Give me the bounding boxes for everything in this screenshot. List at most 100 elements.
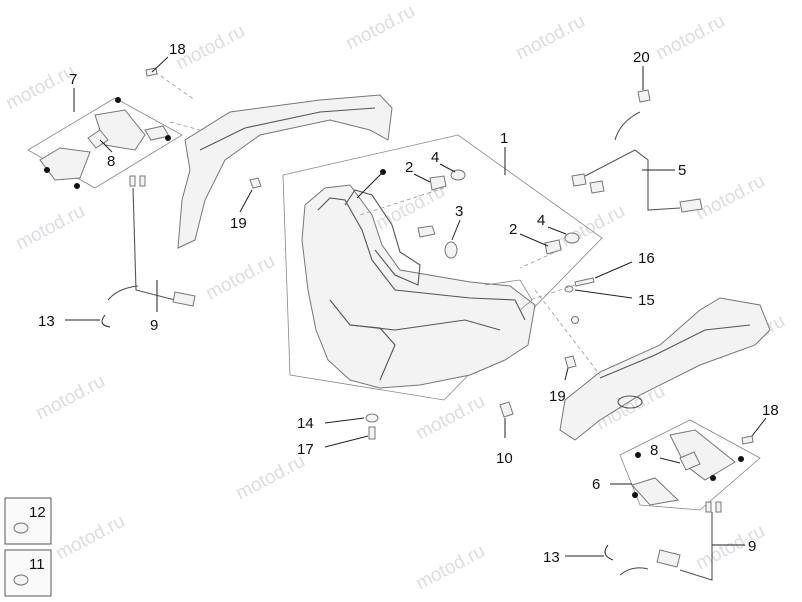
bulb-socket xyxy=(429,175,447,191)
assembly-line xyxy=(534,289,601,376)
callout-14: 14 xyxy=(297,415,314,432)
left-turn-signal xyxy=(27,97,183,189)
watermark-text: motod.ru xyxy=(342,1,418,55)
callout-19: 19 xyxy=(549,388,566,405)
fairing-bracket-inner xyxy=(199,107,376,151)
right-lower-harness xyxy=(604,501,722,581)
screw xyxy=(368,426,376,440)
harness-connector xyxy=(589,180,605,194)
callout-19: 19 xyxy=(230,215,247,232)
leader-2b xyxy=(519,233,549,247)
callout-2: 2 xyxy=(405,159,413,176)
watermark-text: motod.ru xyxy=(692,171,768,225)
cable-tie xyxy=(101,314,111,328)
fastener-box-12 xyxy=(4,497,52,545)
leader-14 xyxy=(324,417,365,424)
clip-nut xyxy=(499,401,514,418)
harness-connector xyxy=(679,198,703,213)
cable-curve xyxy=(107,285,139,301)
right-turn-signal xyxy=(619,419,761,511)
callout-5: 5 xyxy=(678,162,686,179)
fairing-bracket xyxy=(559,297,771,441)
harness-wire xyxy=(132,187,176,301)
watermark-text: motod.ru xyxy=(12,201,88,255)
leader-18a xyxy=(151,56,169,73)
watermark-text: motod.ru xyxy=(652,11,728,65)
callout-18: 18 xyxy=(762,402,779,419)
callout-9: 9 xyxy=(748,538,756,555)
bulb-socket xyxy=(544,239,562,255)
harness-terminal xyxy=(705,501,712,513)
cable-curve xyxy=(619,567,649,576)
locator-dot xyxy=(115,97,121,103)
cable-tie xyxy=(604,544,614,561)
headlight-assembly xyxy=(282,134,603,401)
nut xyxy=(249,177,262,189)
adjust-screw xyxy=(574,277,595,287)
leader-3 xyxy=(451,219,461,241)
locator-dot xyxy=(74,183,80,189)
signal-lens xyxy=(631,477,680,506)
locator-dot xyxy=(165,135,171,141)
seal-ring xyxy=(450,169,466,181)
leader-16 xyxy=(594,261,633,279)
watermark-text: motod.ru xyxy=(2,61,78,115)
callout-13: 13 xyxy=(543,549,560,566)
signal-bulb xyxy=(87,129,109,149)
bulb-socket-parts xyxy=(359,169,595,440)
watermark-text: motod.ru xyxy=(52,511,128,565)
watermark-text: motod.ru xyxy=(412,391,488,445)
screw xyxy=(741,435,754,445)
callout-18: 18 xyxy=(169,41,186,58)
nut xyxy=(571,316,579,324)
washer xyxy=(564,285,574,293)
assembly-line xyxy=(529,284,576,301)
callout-11: 11 xyxy=(29,556,45,573)
fastener-nut xyxy=(13,574,29,586)
signal-lens xyxy=(39,147,91,181)
callout-4: 4 xyxy=(537,212,545,229)
leader-2a xyxy=(413,173,431,183)
locator-dot xyxy=(632,492,638,498)
fairing-bracket xyxy=(177,94,393,249)
callout-20: 20 xyxy=(633,49,650,66)
leader-lines xyxy=(65,56,767,557)
callout-4: 4 xyxy=(431,149,439,166)
locator-dot-leader xyxy=(356,171,384,199)
harness-wire xyxy=(584,149,681,211)
harness-terminal xyxy=(139,175,146,187)
headlight-bracket xyxy=(484,279,533,311)
callout-6: 6 xyxy=(592,476,600,493)
fastener-nut xyxy=(13,522,29,534)
leader-4a xyxy=(439,163,456,173)
leader-19a xyxy=(239,189,253,213)
headlight-inner-rim xyxy=(317,197,526,321)
callout-7: 7 xyxy=(69,71,77,88)
fastener-box-11 xyxy=(4,549,52,597)
watermark-text: motod.ru xyxy=(412,541,488,595)
callout-17: 17 xyxy=(297,441,314,458)
watermark-text: motod.ru xyxy=(692,521,768,575)
harness-terminal xyxy=(715,501,722,513)
watermark-text: motod.ru xyxy=(552,201,628,255)
leader-17 xyxy=(324,435,369,448)
leader-8a xyxy=(99,139,113,153)
leader-18b xyxy=(751,417,767,437)
callout-1: 1 xyxy=(500,130,508,147)
harness-wire xyxy=(679,512,713,581)
leader-4b xyxy=(547,226,567,235)
callout-16: 16 xyxy=(638,250,655,267)
box-frame xyxy=(4,549,52,597)
callout-10: 10 xyxy=(496,450,513,467)
left-wiring-harness xyxy=(101,175,196,328)
assembly-line xyxy=(359,187,445,216)
bracket-hole xyxy=(617,395,643,409)
signal-housing xyxy=(669,429,736,481)
locator-dot xyxy=(710,475,716,481)
seal-ring xyxy=(564,232,580,244)
box-frame xyxy=(4,497,52,545)
locator-dot xyxy=(635,452,641,458)
leader-8b xyxy=(659,457,681,464)
headlight-housing xyxy=(301,184,536,389)
